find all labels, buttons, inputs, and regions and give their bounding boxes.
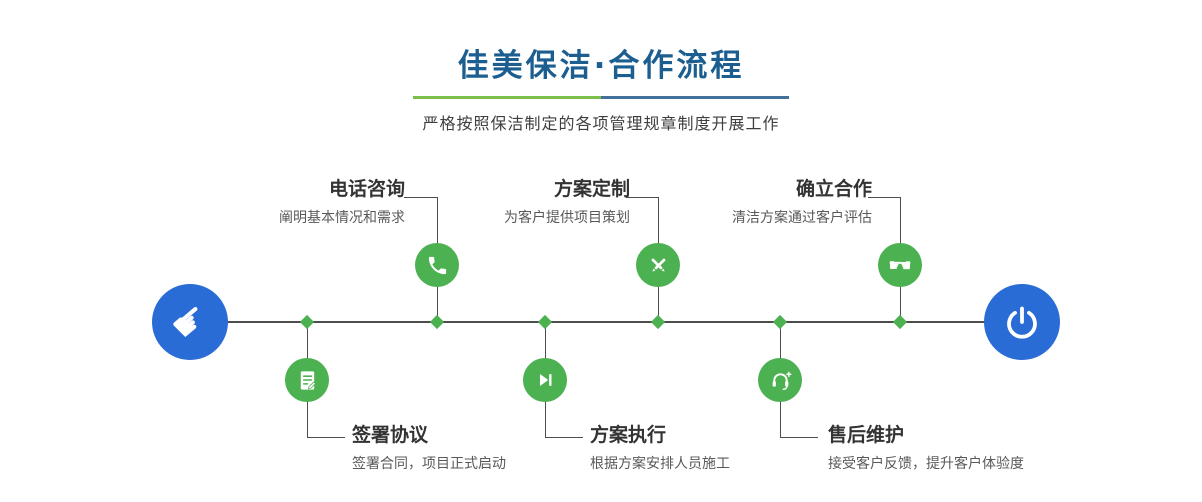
step-node-contract [285, 358, 329, 402]
step-title: 方案定制 [553, 178, 630, 200]
connector-line [404, 197, 437, 198]
step-desc: 根据方案安排人员施工 [590, 455, 730, 472]
step-title: 确立合作 [795, 178, 872, 200]
step-node-design [636, 243, 680, 287]
step-desc: 接受客户反馈，提升客户体验度 [828, 455, 1024, 472]
step-node-aftersale [758, 358, 802, 402]
connector-line [868, 197, 900, 198]
step-aftersale-maintenance: 售后维护 接受客户反馈，提升客户体验度 [828, 424, 1024, 473]
page-subtitle: 严格按照保洁制定的各项管理规章制度开展工作 [422, 114, 780, 133]
step-sign-agreement: 签署协议 签署合同，项目正式启动 [352, 424, 506, 473]
connector-line [545, 437, 583, 438]
step-plan-customization: 方案定制 为客户提供项目策划 [425, 178, 630, 227]
step-title: 电话咨询 [328, 178, 405, 200]
start-node: ☛ [152, 284, 228, 360]
handshake-icon: ☛☚ [888, 255, 912, 276]
divider-green-segment [413, 96, 601, 99]
timeline-diamond [892, 314, 908, 330]
step-title: 售后维护 [828, 424, 905, 446]
step-node-phone [415, 243, 459, 287]
connector-line [780, 437, 818, 438]
connector-line [307, 437, 345, 438]
hand-pointing-icon: ☛ [161, 292, 219, 352]
page-title: 佳美保洁·合作流程 [457, 48, 745, 84]
timeline-diamond [537, 314, 553, 330]
timeline-diamond [650, 314, 666, 330]
step-establish-cooperation: 确立合作 清洁方案通过客户评估 [667, 178, 872, 227]
step-plan-execution: 方案执行 根据方案安排人员施工 [590, 424, 730, 473]
step-desc: 签署合同，项目正式启动 [352, 455, 506, 472]
step-desc: 清洁方案通过客户评估 [732, 209, 872, 226]
step-title: 签署协议 [352, 424, 429, 446]
step-node-execute [523, 358, 567, 402]
timeline-diamond [299, 314, 315, 330]
aftersale-icon [772, 371, 792, 390]
timeline-axis [190, 321, 1022, 323]
design-icon [651, 258, 665, 272]
step-title: 方案执行 [590, 424, 667, 446]
contract-icon [300, 370, 316, 390]
timeline-diamond [429, 314, 445, 330]
step-desc: 为客户提供项目策划 [504, 209, 630, 226]
step-node-handshake: ☛☚ [878, 243, 922, 287]
end-node [984, 284, 1060, 360]
power-icon [1007, 306, 1037, 339]
phone-icon [428, 256, 446, 274]
connector-line [626, 197, 658, 198]
title-divider [413, 96, 789, 99]
step-desc: 阐明基本情况和需求 [279, 209, 405, 226]
step-phone-consultation: 电话咨询 阐明基本情况和需求 [200, 178, 405, 227]
divider-blue-segment [601, 96, 789, 99]
execute-icon [539, 374, 552, 386]
timeline-diamond [772, 314, 788, 330]
